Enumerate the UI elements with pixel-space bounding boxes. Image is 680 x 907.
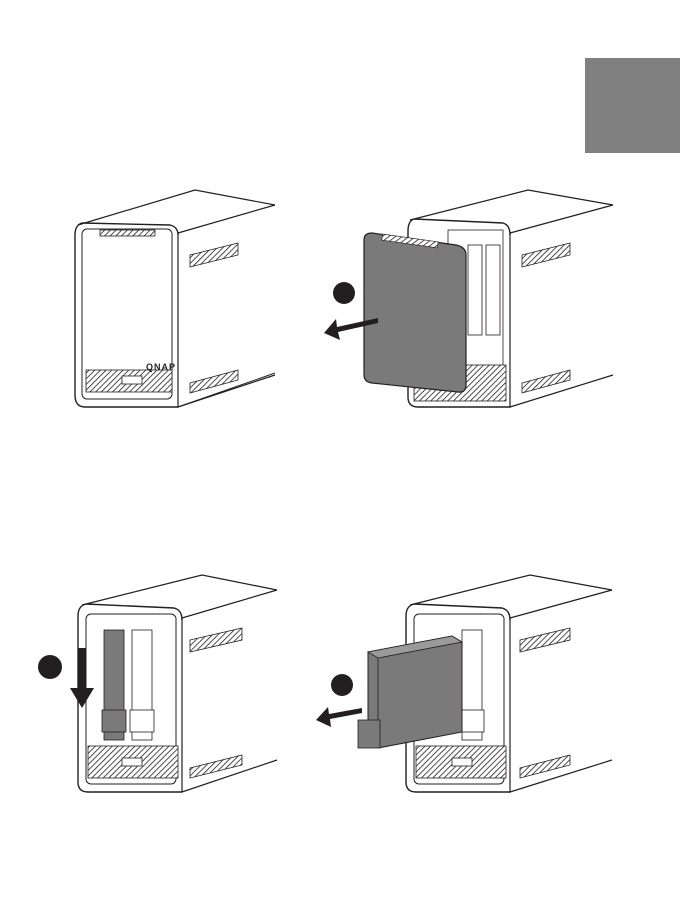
nas-tray-unlock-illustration [22,570,282,800]
nas-front-closed-illustration: QNAP [70,185,280,415]
nas-cover-removal-illustration [318,185,618,415]
step-marker-icon [38,655,62,679]
front-cover [364,233,466,392]
chapter-tab [585,58,680,153]
step-marker-icon [333,282,355,304]
step-marker-icon [331,674,353,696]
drive-tray [358,636,462,748]
nas-drive-tray-removal-illustration [312,570,622,800]
brand-logo: QNAP [146,362,176,372]
arrow-left-icon [316,704,362,727]
